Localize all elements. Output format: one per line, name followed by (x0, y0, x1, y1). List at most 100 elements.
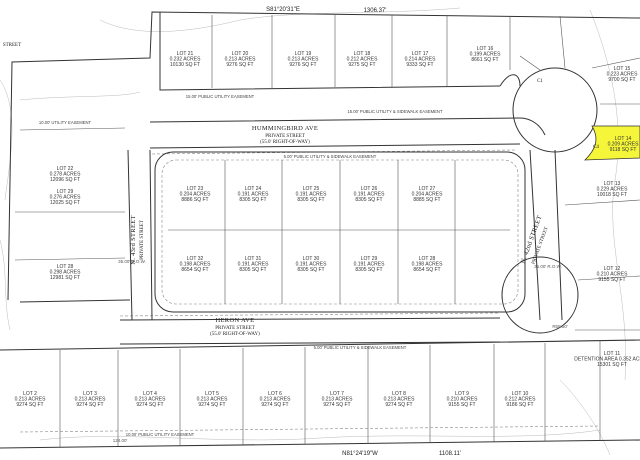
top-bearing: S81°20'31"E (266, 7, 300, 13)
easement-e1: 15.00' PUBLIC UTILITY & SIDEWALK EASEMEN… (347, 109, 442, 114)
lot-sqft: 12025 SQ FT (50, 200, 80, 206)
lot-acres: 0.191 ACRES (238, 262, 270, 268)
lot-name: LOT 27 (419, 186, 436, 192)
bottom-distance: 1108.11' (439, 451, 461, 457)
lot-name: LOT 8 (392, 391, 406, 397)
lot-name: LOT 22 (57, 166, 74, 172)
heron-type: PRIVATE STREET (215, 326, 255, 331)
lot-sqft: 9276 SQ FT (289, 62, 316, 68)
lot-acres: 0.214 ACRES (405, 57, 437, 63)
lot-name: LOT 9 (455, 391, 469, 397)
lot-sqft: 8654 SQ FT (413, 267, 440, 273)
lot-sqft: 8886 SQ FT (181, 197, 208, 203)
lot-acres: 0.213 ACRES (384, 397, 416, 403)
lot-name: LOT 15 (614, 66, 631, 72)
lot-name: LOT 24 (245, 186, 262, 192)
lot-name: LOT 30 (303, 256, 320, 262)
lot-acres: 0.210 ACRES (447, 397, 479, 403)
lot-name: LOT 31 (245, 256, 262, 262)
lot-sqft: 9274 SQ FT (261, 402, 288, 408)
hummingbird-row: (55.0' RIGHT-OF-WAY) (260, 140, 310, 145)
lot-sqft: 9155 SQ FT (598, 277, 625, 283)
easement-e2-lower: 5.00' PUBLIC UTILITY & SIDEWALK EASEMENT (314, 345, 407, 350)
lot-name: LOT 7 (330, 391, 344, 397)
lot-acres: 0.276 ACRES (50, 195, 82, 201)
lot-name: LOT 2 (23, 391, 37, 397)
easement-e2: 5.00' PUBLIC UTILITY & SIDEWALK EASEMENT (284, 154, 377, 159)
lot-sqft: 9274 SQ FT (198, 402, 225, 408)
radius-label: R58.50' (552, 324, 568, 329)
lot-name: LOT 26 (361, 186, 378, 192)
lot-acres: 0.212 ACRES (347, 57, 379, 63)
lot-sqft: 9274 SQ FT (323, 402, 350, 408)
lot-acres: 0.213 ACRES (75, 397, 107, 403)
lot-14-highlight (583, 125, 640, 161)
lot-acres: 0.199 ACRES (470, 52, 502, 58)
lot-acres: 0.298 ACRES (50, 270, 82, 276)
lot-name: LOT 23 (187, 186, 204, 192)
lot-sqft: 8885 SQ FT (413, 197, 440, 203)
lot-sqft: 9155 SQ FT (448, 402, 475, 408)
lot-sqft: 9274 SQ FT (76, 402, 103, 408)
hummingbird-type: PRIVATE STREET (265, 134, 305, 139)
lot-acres: 0.209 ACRES (608, 142, 640, 148)
lot-acres: 0.191 ACRES (354, 192, 386, 198)
lot-sqft: 9275 SQ FT (348, 62, 375, 68)
lot-name: LOT 14 (615, 136, 632, 142)
lot-sqft: 8661 SQ FT (471, 57, 498, 63)
lot-name: LOT 19 (295, 51, 312, 57)
lot-sqft: 8305 SQ FT (239, 267, 266, 273)
lot-name: LOT 28 (419, 256, 436, 262)
lot-acres: 0.212 ACRES (505, 397, 537, 403)
lot-name: LOT 13 (604, 181, 621, 187)
lot-sqft: 12981 SQ FT (50, 275, 80, 281)
lot-sqft: 9333 SQ FT (406, 62, 433, 68)
cul-de-sac-lower (501, 199, 640, 334)
lot-sqft: 9276 SQ FT (226, 62, 253, 68)
lot-name: LOT 29 (57, 189, 74, 195)
lot-sqft: 9274 SQ FT (385, 402, 412, 408)
lot-sqft: 9700 SQ FT (608, 77, 635, 83)
top-left-street-label: STREET (3, 43, 21, 48)
lot-sqft: 12096 SQ FT (50, 177, 80, 183)
lot-acres: DETENTION AREA 0.352 ACRES (574, 357, 640, 363)
lot-name: LOT 20 (232, 51, 249, 57)
lot-acres: 0.213 ACRES (288, 57, 320, 63)
n-43rd-street: N. 43rd STREET PRIVATE STREET (127, 149, 153, 321)
lot-name: LOT 16 (477, 46, 494, 52)
lot-acres: 0.223 ACRES (607, 72, 639, 78)
lot-acres: 0.213 ACRES (260, 397, 292, 403)
lot-name: LOT 5 (205, 391, 219, 397)
lot-sqft: 8305 SQ FT (297, 267, 324, 273)
lot-acres: 0.191 ACRES (296, 262, 328, 268)
lot-name: LOT 6 (268, 391, 282, 397)
lot-name: LOT 17 (412, 51, 429, 57)
n-42nd-street: N. 42nd STREET PRIVATE STREET (520, 149, 563, 321)
lot-name: LOT 18 (354, 51, 371, 57)
row-right-label: 35.00' R.O.W. (534, 264, 562, 269)
lot-name: LOT 21 (177, 51, 194, 57)
lot-acres: 0.191 ACRES (354, 262, 386, 268)
lot-acres: 0.198 ACRES (412, 262, 444, 268)
lot-acres: 0.198 ACRES (180, 262, 212, 268)
n43rd-type: PRIVATE STREET (140, 220, 145, 260)
